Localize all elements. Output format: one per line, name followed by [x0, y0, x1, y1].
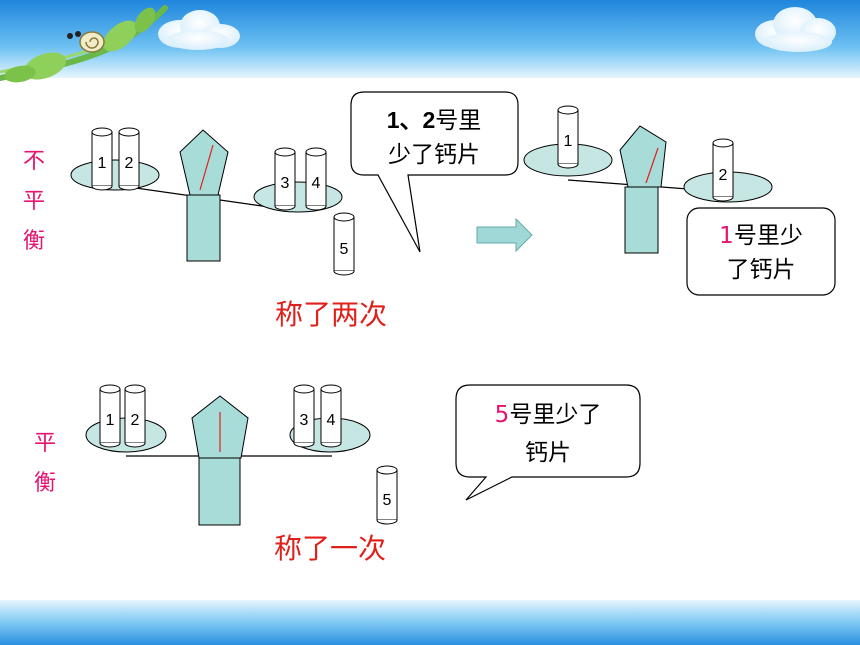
right-arrow-icon: [476, 217, 533, 253]
scale-pillar: [624, 186, 659, 254]
cylinder-label: 1: [98, 155, 107, 172]
cylinder-label: 2: [125, 155, 134, 172]
cylinder: 2: [118, 127, 140, 191]
cylinder-label: 3: [281, 175, 290, 192]
cylinder: 1: [99, 384, 121, 448]
pointer-needle: [199, 144, 214, 191]
side-label: 衡: [23, 229, 45, 254]
cylinder: 2: [124, 384, 146, 448]
speech-bubble: [350, 91, 519, 253]
pointer-needle: [645, 147, 659, 184]
scale-pan-right: [253, 181, 343, 213]
cylinder-label: 1: [106, 412, 115, 429]
cylinder-label: 5: [383, 492, 392, 509]
cylinder: 3: [293, 384, 315, 448]
cylinder: 5: [333, 212, 355, 276]
scale-pillar: [186, 194, 221, 262]
bottom-banner: [0, 600, 860, 645]
cylinder: 4: [320, 384, 342, 448]
cylinder: 1: [557, 105, 579, 169]
speech-bubble: [455, 384, 641, 501]
caption-weighed-twice: 称了两次: [275, 298, 387, 331]
scale-pan-left: [70, 159, 160, 191]
cylinder: 4: [305, 147, 327, 211]
side-label: 衡: [34, 471, 56, 496]
cylinder-label: 1: [564, 133, 573, 150]
cylinder-label: 3: [300, 412, 309, 429]
bubble-line-2: 钙片: [525, 440, 571, 466]
cylinder: 3: [274, 147, 296, 211]
cylinder-label: 4: [312, 175, 321, 192]
side-label: 平: [23, 189, 45, 214]
cloud-icon: [158, 10, 240, 50]
speech-bubble: [686, 207, 836, 296]
bubble-line-2: 少了钙片: [388, 142, 480, 168]
bubble-line-1: 5号里少了: [495, 402, 602, 428]
cylinder-label: 2: [719, 167, 728, 184]
bubble-line-2: 了钙片: [727, 257, 796, 283]
scale-pointer: [619, 125, 667, 188]
side-label: 平: [34, 431, 56, 456]
snail-on-vine-icon: [0, 5, 168, 83]
side-label: 不: [23, 149, 45, 174]
cloud-icon: [755, 7, 836, 52]
scale-pillar: [198, 457, 241, 526]
caption-weighed-once: 称了一次: [274, 532, 386, 565]
cylinder: 5: [376, 465, 398, 525]
cylinder: 2: [712, 138, 734, 202]
cylinder-label: 4: [327, 412, 336, 429]
cylinder-label: 2: [131, 412, 140, 429]
cylinder-label: 5: [340, 241, 349, 258]
scale-pointer: [179, 129, 229, 196]
bubble-line-1: 1、2号里: [387, 107, 482, 134]
cylinder: 1: [91, 127, 113, 191]
bubble-line-1: 1号里少: [719, 223, 803, 249]
